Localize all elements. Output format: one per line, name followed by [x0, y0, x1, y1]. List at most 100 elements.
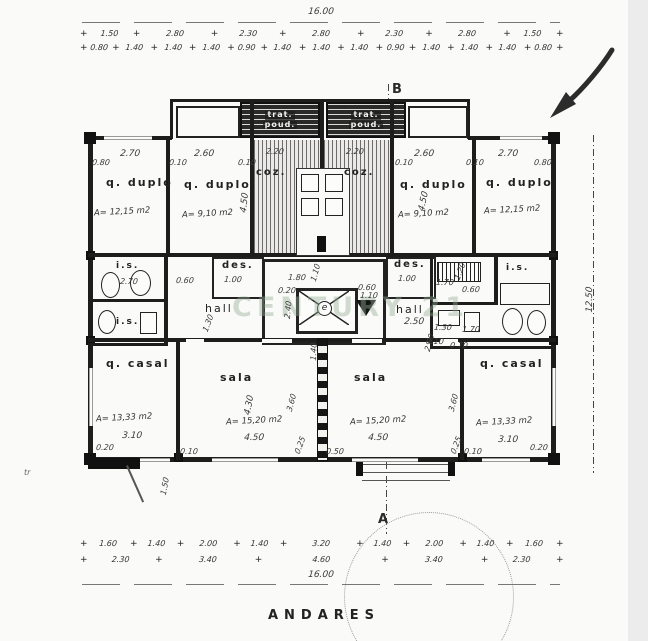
plan-dim: 1.70	[461, 325, 481, 334]
entrance-pier	[448, 462, 455, 476]
plan-dim: 1.30	[201, 312, 216, 334]
plan-dim: 1.30	[433, 323, 453, 332]
plan-dim: 3.60	[285, 392, 299, 413]
plan-dim: 2.70	[119, 149, 141, 159]
room-area: A= 12,15 m2	[483, 203, 541, 217]
plan-dim: 0.20	[277, 286, 297, 295]
page-title: ANDARES	[267, 608, 381, 623]
dim-tick: +	[176, 539, 185, 549]
dim-tick: +	[188, 43, 197, 53]
room-area: A= 13,33 m2	[95, 411, 153, 425]
dim-tick: +	[506, 539, 514, 549]
dim-value: 1.40	[459, 43, 479, 52]
counter-fixture	[437, 262, 481, 282]
sink-fixture	[527, 310, 546, 335]
ramp-line	[126, 465, 145, 503]
plan-dim: 3.60	[447, 392, 461, 413]
bath-fixture	[140, 312, 157, 334]
door-gap	[352, 339, 382, 343]
window	[118, 458, 170, 462]
dim-tick: +	[80, 29, 88, 39]
section-line-bottom	[386, 462, 387, 534]
plan-dim: 0.10	[463, 447, 483, 456]
window	[212, 458, 278, 462]
room-label-is: i.s.	[116, 317, 140, 327]
dim-value: 2.30	[512, 555, 531, 564]
room-label-coz: coz.	[344, 167, 375, 178]
dim-value: 1.40	[163, 43, 183, 52]
plan-dim: 2.60	[193, 149, 215, 159]
room-label-q-casal: q. casal	[480, 357, 544, 370]
wall-pier	[548, 132, 560, 144]
plan-dim: 1.40	[309, 342, 319, 362]
wall	[170, 99, 173, 139]
watermark: CENTURY 21	[232, 292, 470, 323]
dim-tick: +	[150, 43, 159, 53]
dim-tick: +	[402, 539, 411, 549]
corner-mark: tr	[24, 468, 31, 477]
dim-tick: +	[80, 555, 88, 565]
toilet-fixture	[502, 308, 523, 335]
dim-tick: +	[227, 43, 235, 53]
wall	[460, 338, 464, 460]
wall	[551, 136, 556, 462]
wall	[88, 299, 168, 302]
duct-shaft	[317, 236, 326, 252]
dim-tick: +	[260, 43, 268, 53]
dim-tick: +	[155, 555, 163, 565]
wall	[467, 99, 470, 139]
room-width-dim: 3.10	[121, 431, 143, 441]
plan-dim: 0.10	[465, 158, 485, 167]
dim-value: 4.60	[311, 555, 331, 564]
dim-value: 1.40	[476, 539, 496, 548]
dim-tick: +	[556, 539, 564, 549]
plan-dim: 1.70	[435, 278, 455, 287]
dim-value: 3.20	[311, 539, 331, 548]
kitchen-fixture	[301, 198, 319, 216]
door-gap	[262, 339, 292, 343]
elevator-label: e	[317, 301, 332, 316]
dim-tick: +	[80, 539, 88, 549]
dim-value: 2.30	[111, 555, 130, 564]
dim-tick: +	[556, 29, 564, 39]
room-label-is: i.s.	[116, 261, 140, 271]
wall-pier	[548, 453, 560, 465]
wall	[494, 257, 498, 305]
dim-tick: +	[375, 43, 384, 53]
room-area: A= 9,10 m2	[181, 207, 234, 221]
plan-dim: 1.50	[159, 476, 171, 497]
section-marker-a: A	[378, 512, 389, 527]
dim-tick: +	[425, 29, 433, 39]
dim-value: 2.80	[311, 29, 331, 38]
dim-tick: +	[279, 539, 288, 549]
wall	[250, 100, 254, 255]
dim-tick: +	[80, 43, 88, 53]
wall	[430, 257, 433, 349]
wall	[390, 100, 394, 255]
room-label-q-duplo: q. duplo	[106, 176, 173, 189]
door-gap	[186, 339, 204, 343]
dim-value: 2.80	[457, 29, 477, 38]
top-dim-row-1: +1.50+2.80+2.30+2.80+2.30+2.80+1.50+	[80, 29, 564, 39]
bathtub-fixture	[500, 283, 550, 305]
dim-tick: +	[233, 539, 241, 549]
dim-value: 0.90	[385, 43, 405, 52]
toilet-fixture	[98, 310, 116, 334]
plan-dim: 0.10	[237, 158, 257, 167]
plan-dim: 1.00	[397, 274, 417, 283]
plan-dim: 2.70	[119, 277, 139, 286]
plan-dim: 1.80	[287, 273, 307, 282]
dim-value: 0.80	[89, 43, 109, 52]
service-room-label: poud.	[348, 119, 384, 130]
wall	[176, 338, 180, 460]
dim-tick: +	[485, 43, 494, 53]
storage-room	[386, 257, 436, 299]
bottom-dim-line	[82, 584, 560, 585]
section-marker-b: B	[392, 82, 402, 97]
plan-dim: 0.60	[461, 285, 481, 294]
top-dim-row-2: +0.80+1.40+1.40+1.40+0.90+1.40+1.40+1.40…	[80, 43, 564, 53]
wall	[432, 346, 554, 349]
room-label-coz: coz.	[256, 167, 287, 178]
plan-dim: 4.30	[243, 393, 257, 417]
